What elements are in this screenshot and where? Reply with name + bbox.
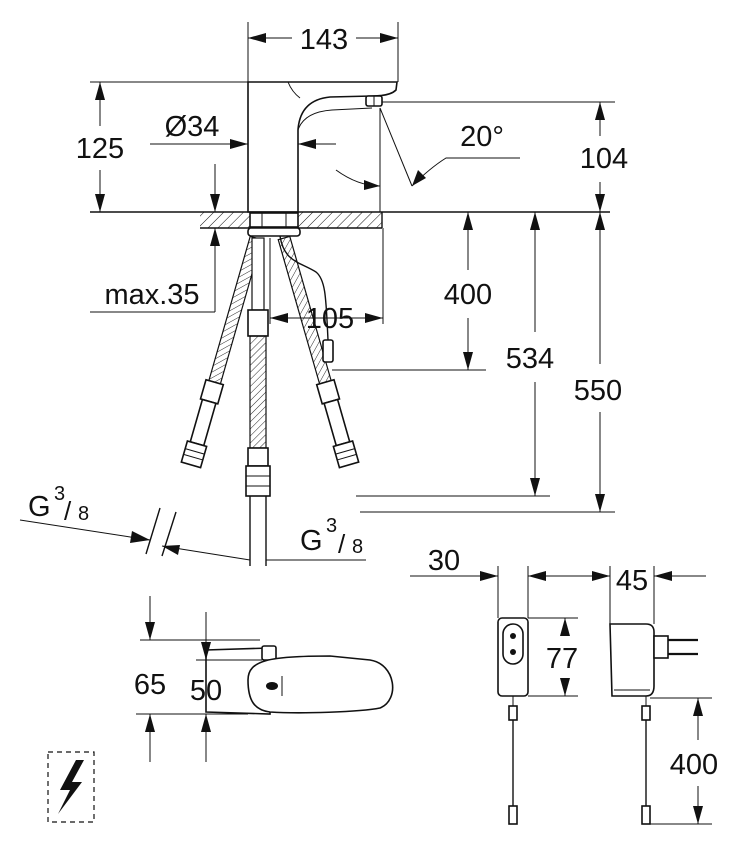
dim-30: 30 — [428, 545, 460, 577]
faucet-top-view — [205, 645, 394, 715]
power-adapter-front — [497, 617, 529, 825]
thread-left-slash: / — [64, 496, 72, 526]
dim-400-adapter: 400 — [670, 749, 718, 781]
dim-534: 534 — [506, 343, 554, 375]
dimension-lines-lever — [136, 596, 262, 762]
thread-right-prefix: G — [300, 525, 323, 557]
dim-45: 45 — [616, 565, 648, 597]
power-adapter-side — [609, 623, 698, 825]
countertop — [90, 211, 610, 237]
thread-right-slash: / — [338, 529, 346, 559]
dim-spray-angle: 20° — [460, 121, 504, 153]
dim-400-sensor: 400 — [444, 279, 492, 311]
dimension-labels-faucet: 143 125 Ø34 20° 104 max.35 105 400 534 5… — [76, 24, 628, 407]
lightning-bolt-icon — [47, 751, 95, 823]
thread-label-right: G 3 / 8 — [300, 515, 363, 559]
dimension-lines-faucet — [19, 22, 615, 561]
dim-65: 65 — [134, 669, 166, 701]
thread-left-numerator: 3 — [54, 483, 65, 505]
dim-77: 77 — [546, 643, 578, 675]
dim-143: 143 — [300, 24, 348, 56]
dim-diameter-34: Ø34 — [165, 111, 220, 143]
dimension-lines-adapter — [410, 566, 712, 825]
thread-left-denominator: 8 — [78, 503, 89, 525]
thread-left-prefix: G — [28, 491, 51, 523]
dim-105: 105 — [306, 303, 354, 335]
dim-max-35: max.35 — [104, 279, 199, 311]
dim-50: 50 — [190, 675, 222, 707]
dim-125: 125 — [76, 133, 124, 165]
supply-hoses — [145, 235, 360, 566]
thread-right-denominator: 8 — [352, 536, 363, 558]
dim-104: 104 — [580, 143, 628, 175]
dim-550: 550 — [574, 375, 622, 407]
thread-right-numerator: 3 — [326, 515, 337, 537]
thread-label-left: G 3 / 8 — [28, 483, 89, 526]
faucet-body — [247, 81, 398, 213]
